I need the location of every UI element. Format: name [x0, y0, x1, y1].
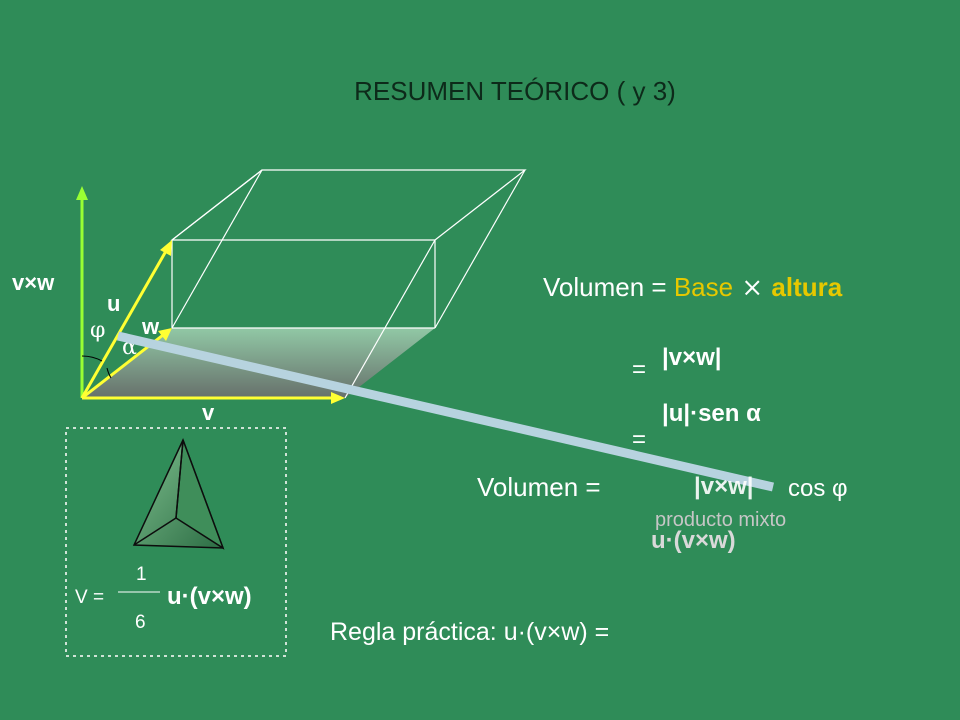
volumen-2: Volumen = [477, 472, 601, 502]
cos-phi: cos φ [788, 475, 848, 502]
abs-vxw-2: |v×w| [694, 473, 753, 500]
regla-practica: Regla práctica: u·(v×w) = [330, 618, 609, 646]
tetra-numerator: 1 [136, 564, 147, 585]
tetra-denominator: 6 [135, 612, 146, 633]
equals-1: = [632, 356, 646, 383]
equals-2: = [632, 426, 646, 453]
abs-u-sen-alpha: |u|·sen α [662, 400, 761, 427]
label-w: w [141, 314, 160, 339]
altura-word: altura [771, 272, 842, 302]
angle-alpha-arc [106, 367, 112, 379]
producto-mixto-label: producto mixto [655, 509, 786, 531]
vector-u [80, 240, 172, 399]
edge-back-right [434, 169, 526, 329]
angle-phi-arc [81, 355, 103, 362]
tetra-v-eq: V = [75, 587, 104, 608]
edge-back-left [171, 169, 263, 329]
triple-product: u·(v×w) [651, 527, 736, 554]
label-u: u [107, 291, 120, 316]
label-v: v [202, 400, 215, 425]
label-phi: φ [90, 318, 105, 343]
abs-vxw: |v×w| [662, 344, 721, 371]
top-face-edges [170, 169, 527, 241]
vector-v [82, 392, 345, 404]
tetra-triple-product: u·(v×w) [167, 583, 252, 610]
base-word: Base [674, 272, 733, 302]
tetrahedron [132, 438, 225, 550]
height-bar [116, 331, 775, 492]
label-vxw: v×w [12, 270, 55, 295]
vector-vxw [76, 186, 88, 398]
slide-title: RESUMEN TEÓRICO ( y 3) [354, 76, 676, 106]
volumen-base-altura: Volumen = Base × altura [543, 272, 843, 303]
edge-u-parallel [171, 169, 263, 241]
edge-front-right [344, 239, 436, 399]
